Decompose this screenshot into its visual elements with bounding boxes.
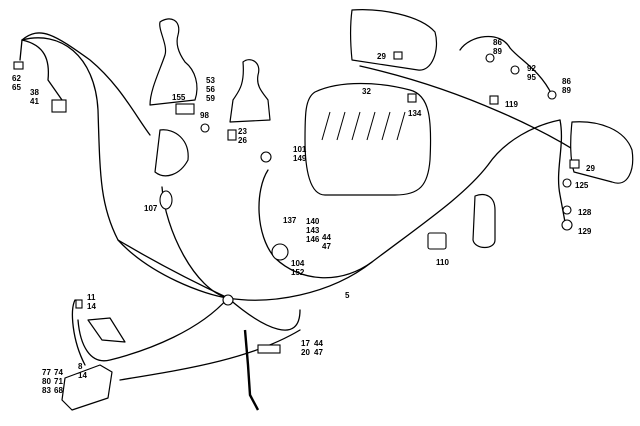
connector-92-95 [510,65,520,75]
callout-23-26[interactable]: 23 26 [238,127,247,145]
shift-boot-left [149,18,198,106]
callout-86-89-b[interactable]: 86 89 [562,77,571,95]
engine-rib-2 [336,111,346,141]
relay-110 [427,232,447,250]
connector-29-right [569,159,580,169]
connector-119 [489,95,499,105]
callout-44-47-mid[interactable]: 44 47 [322,233,331,251]
right-canister [472,193,496,249]
callout-17-20[interactable]: 17 20 [301,339,310,357]
engine-rib-1 [321,111,331,141]
bracket-17-20 [257,344,281,354]
connector-86-89-a [485,53,495,63]
right-branch-down [557,119,566,223]
bottom-connector-housing [154,129,189,177]
callout-104-152[interactable]: 104 152 [291,259,305,277]
engine-cover [304,82,432,196]
callout-29-top[interactable]: 29 [377,52,386,61]
callout-92-95[interactable]: 92 95 [527,64,536,82]
left-lower-harness [77,297,229,362]
engine-rib-6 [396,111,406,141]
callout-38-41[interactable]: 38 41 [30,88,39,106]
callout-74-71-68[interactable]: 74 71 68 [54,368,63,395]
right-pedal-cover-side [570,121,634,184]
switch-155 [175,103,195,115]
upper-harness-run [21,32,151,136]
engine-rib-3 [351,111,361,141]
connector-38-41 [51,99,67,113]
callout-107[interactable]: 107 [144,204,158,213]
callout-77-80-83[interactable]: 77 80 83 [42,368,51,395]
connector-23-26 [227,129,237,141]
clip-11-14 [75,299,83,309]
callout-62-65[interactable]: 62 65 [12,74,21,92]
left-bottom-module [61,364,113,411]
sensor-107 [159,190,173,210]
harness-stub-left [19,39,63,101]
washer-128 [562,205,572,215]
sensor-98 [200,123,210,133]
callout-155[interactable]: 155 [172,93,186,102]
engine-rib-5 [381,111,391,141]
callout-110[interactable]: 110 [436,258,449,267]
small-bracket-left [87,317,126,343]
sensor-104-152 [271,243,289,261]
callout-5[interactable]: 5 [345,291,350,300]
callout-101-149[interactable]: 101 149 [293,145,307,163]
plug-101-149 [260,151,272,163]
callout-140-143-146[interactable]: 140 143 146 [306,217,320,244]
nut-129 [561,219,573,231]
callout-86-89-a[interactable]: 86 89 [493,38,502,56]
callout-32[interactable]: 32 [362,87,371,96]
callout-8-14[interactable]: 8 14 [78,362,87,380]
callout-29-right[interactable]: 29 [586,164,595,173]
callout-125[interactable]: 125 [575,181,589,190]
shift-boot-center [229,59,271,123]
callout-128[interactable]: 128 [578,208,592,217]
callout-129[interactable]: 129 [578,227,592,236]
callout-119[interactable]: 119 [505,100,518,109]
callout-11-14[interactable]: 11 14 [87,293,96,311]
lower-branch-to-left-module [71,299,86,366]
right-pedal-cover-top [349,9,438,71]
callout-44-47-low[interactable]: 44 47 [314,339,323,357]
grommet-center [222,294,234,306]
callout-137[interactable]: 137 [283,216,297,225]
callout-134[interactable]: 134 [408,109,422,118]
connector-62-65 [13,61,24,70]
callout-98[interactable]: 98 [200,111,209,120]
connector-29-top [393,51,403,60]
connector-86-89-b [547,90,557,100]
lower-vertical-cable [243,329,260,411]
bolt-125 [562,178,572,188]
engine-rib-4 [366,111,376,141]
top-harness-branch [359,65,591,161]
connector-134 [407,93,417,103]
bottom-long-harness [119,329,301,381]
right-upper-branch [459,35,553,96]
callout-53-56-59[interactable]: 53 56 59 [206,76,215,103]
